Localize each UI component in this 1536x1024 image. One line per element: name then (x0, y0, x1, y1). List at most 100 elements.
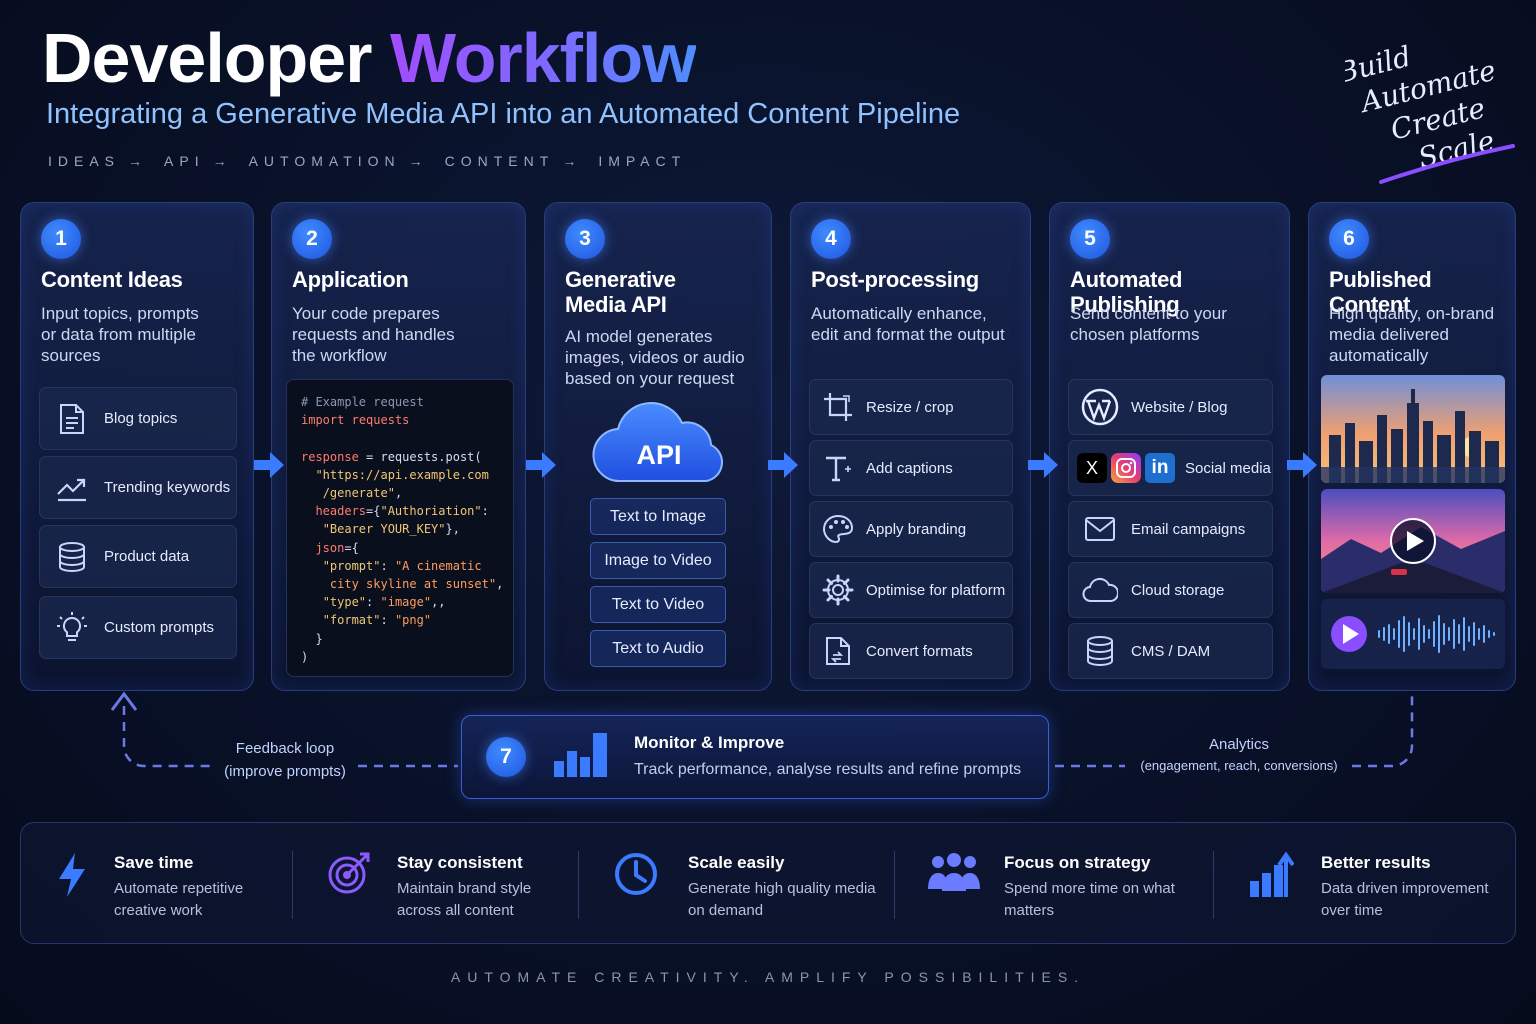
flow-step-content: CONTENT (444, 153, 555, 169)
growth-icon (1250, 851, 1294, 897)
database-icon (1069, 635, 1131, 667)
video-thumbnail[interactable] (1321, 489, 1505, 593)
step-card-automated-publishing: 5 Automated Publishing Send content to y… (1049, 202, 1290, 691)
step-title: Application (292, 267, 409, 292)
input-item-product-data[interactable]: Product data (39, 525, 237, 588)
publish-item-social-media[interactable]: X in Social media (1068, 440, 1273, 496)
step-badge: 7 (486, 737, 526, 777)
item-label: CMS / DAM (1131, 642, 1211, 660)
step-description: Automatically enhance,edit and format th… (811, 304, 1005, 344)
input-item-custom-prompts[interactable]: Custom prompts (39, 596, 237, 659)
step-title: Content Ideas (41, 267, 183, 292)
social-icons: X in (1077, 453, 1175, 483)
step-title: Automated Publishing (1070, 267, 1183, 317)
cloud-icon (1069, 577, 1131, 603)
step-card-published-content: 6 Published Content High quality, on-bra… (1308, 202, 1516, 691)
item-label: Custom prompts (104, 619, 215, 636)
mode-text-to-video[interactable]: Text to Video (590, 586, 726, 623)
item-label: Blog topics (104, 410, 178, 427)
process-item-apply-branding[interactable]: Apply branding (809, 501, 1013, 557)
mode-text-to-image[interactable]: Text to Image (590, 498, 726, 535)
item-label: Product data (104, 548, 190, 565)
monitor-title: Monitor & Improve (634, 733, 785, 752)
api-cloud-label: API (636, 440, 681, 470)
item-label: Add captions (866, 459, 953, 477)
publish-item-cloud-storage[interactable]: Cloud storage (1068, 562, 1273, 618)
divider (292, 851, 293, 919)
flow-arrow: → (128, 153, 143, 169)
step-card-post-processing: 4 Post-processing Automatically enhance,… (790, 202, 1031, 691)
flow-arrow: → (408, 153, 423, 169)
step-badge: 5 (1070, 219, 1110, 259)
step-title: Published Content (1329, 267, 1432, 317)
feedback-arrowhead (110, 691, 138, 711)
input-item-blog-topics[interactable]: Blog topics (39, 387, 237, 450)
audio-waveform[interactable] (1321, 599, 1505, 669)
document-icon (40, 403, 104, 435)
play-icon (1343, 624, 1359, 644)
mail-icon (1069, 516, 1131, 542)
palette-icon (810, 514, 866, 544)
process-item-optimise-platform[interactable]: Optimise for platform (809, 562, 1013, 618)
step-badge: 6 (1329, 219, 1369, 259)
flow-breadcrumb: IDEAS→ API→ AUTOMATION→ CONTENT→ IMPACT (48, 153, 686, 169)
monitor-description: Track performance, analyse results and r… (634, 761, 1022, 778)
benefit-title: Stay consistent (397, 853, 523, 872)
benefit-title: Save time (114, 853, 194, 872)
mode-text-to-audio[interactable]: Text to Audio (590, 630, 726, 667)
flow-arrow-5-6 (1287, 452, 1317, 478)
divider (578, 851, 579, 919)
item-label: Resize / crop (866, 398, 954, 416)
clock-icon (615, 853, 657, 895)
step-badge: 1 (41, 219, 81, 259)
monitor-improve-panel: 7 Monitor & Improve Track performance, a… (461, 715, 1049, 799)
publish-item-cms-dam[interactable]: CMS / DAM (1068, 623, 1273, 679)
flow-arrow: → (212, 153, 227, 169)
api-cloud-icon: API (592, 402, 723, 483)
item-label: Convert formats (866, 642, 973, 660)
input-item-trending-keywords[interactable]: Trending keywords (39, 456, 237, 519)
flow-step-impact: IMPACT (598, 153, 687, 169)
x-twitter-icon: X (1077, 453, 1107, 483)
database-icon (40, 541, 104, 573)
process-item-convert-formats[interactable]: Convert formats (809, 623, 1013, 679)
step-badge: 3 (565, 219, 605, 259)
mode-image-to-video[interactable]: Image to Video (590, 542, 726, 579)
item-label: Email campaigns (1131, 520, 1246, 538)
trending-icon (40, 474, 104, 502)
flow-arrow-4-5 (1028, 452, 1058, 478)
process-item-resize-crop[interactable]: Resize / crop (809, 379, 1013, 435)
city-skyline-image[interactable] (1321, 375, 1505, 483)
benefit-scale-easily: Scale easily Generate high quality media… (579, 823, 894, 945)
title-part-2: Workflow (389, 19, 697, 97)
item-label: Optimise for platform (866, 581, 1006, 599)
lightning-icon (59, 853, 85, 897)
text-icon (810, 453, 866, 483)
tagline-underline (1379, 144, 1515, 184)
publish-item-email-campaigns[interactable]: Email campaigns (1068, 501, 1273, 557)
gear-icon (810, 574, 866, 606)
file-convert-icon (810, 636, 866, 666)
item-label: Website / Blog (1131, 398, 1228, 416)
publish-item-website-blog[interactable]: Website / Blog (1068, 379, 1273, 435)
divider (1213, 851, 1214, 919)
step-title: Post-processing (811, 267, 979, 292)
instagram-icon (1111, 453, 1141, 483)
page-subtitle: Integrating a Generative Media API into … (46, 98, 961, 130)
item-label: Apply branding (866, 520, 967, 538)
item-label: Cloud storage (1131, 581, 1225, 599)
team-icon (928, 853, 980, 891)
process-item-add-captions[interactable]: Add captions (809, 440, 1013, 496)
crop-icon (810, 392, 866, 422)
